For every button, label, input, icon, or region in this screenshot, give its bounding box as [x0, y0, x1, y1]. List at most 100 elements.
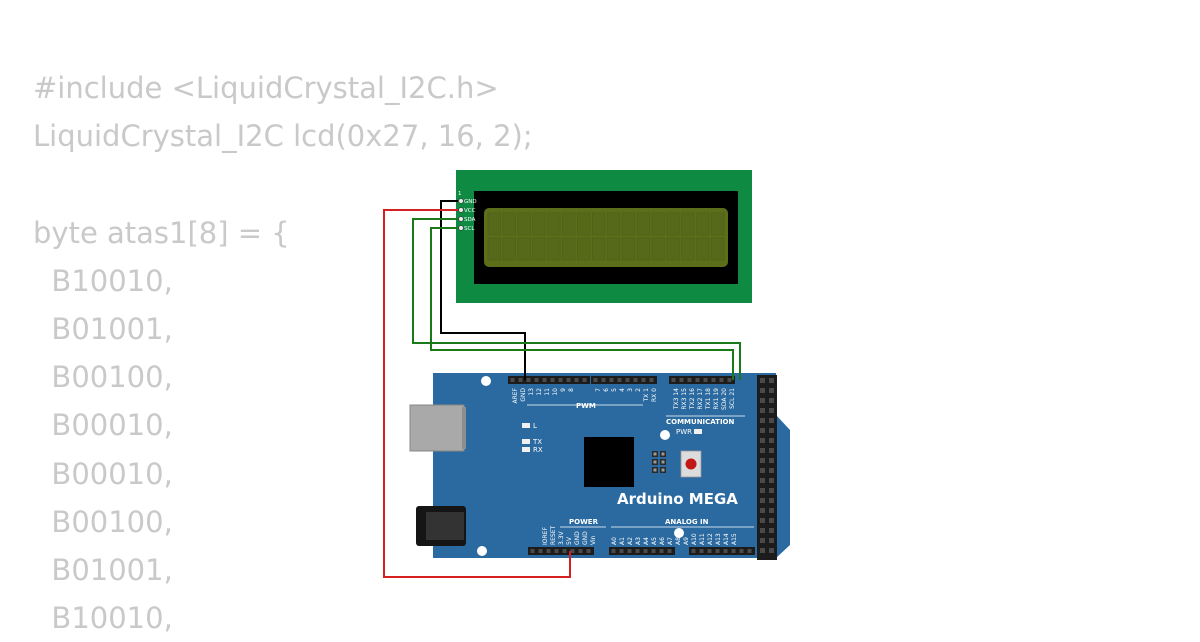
header-analog-left-pin[interactable]: [611, 549, 616, 553]
header-analog-left-pin[interactable]: [635, 549, 640, 553]
header-analog-left-pin[interactable]: [627, 549, 632, 553]
header-top-right-pin[interactable]: [703, 378, 708, 382]
header-right-double-pin[interactable]: [769, 438, 774, 443]
header-power-pin[interactable]: [530, 549, 535, 553]
header-right-double-pin[interactable]: [760, 388, 765, 393]
header-right-double-pin[interactable]: [769, 408, 774, 413]
header-right-double-pin[interactable]: [760, 518, 765, 523]
header-top-left-pin[interactable]: [526, 378, 531, 382]
header-top-mid-pin[interactable]: [641, 378, 646, 382]
header-right-double-pin[interactable]: [760, 448, 765, 453]
header-right-double-pin[interactable]: [769, 378, 774, 383]
header-right-double-pin[interactable]: [769, 468, 774, 473]
header-top-left-pin[interactable]: [518, 378, 523, 382]
header-right-double-pin[interactable]: [769, 448, 774, 453]
wire-gnd: [440, 200, 526, 380]
header-top-right-pin[interactable]: [711, 378, 716, 382]
header-right-double-pin[interactable]: [760, 478, 765, 483]
header-top-mid-pin[interactable]: [649, 378, 654, 382]
lcd-pin-gnd[interactable]: [458, 198, 464, 204]
header-analog-right-pin[interactable]: [731, 549, 736, 553]
header-right-double-pin[interactable]: [760, 468, 765, 473]
header-analog-right-pin[interactable]: [747, 549, 752, 553]
header-right-double-pin[interactable]: [769, 458, 774, 463]
header-analog-right-pin[interactable]: [707, 549, 712, 553]
header-right-double-pin[interactable]: [760, 428, 765, 433]
header-right-double-pin[interactable]: [760, 538, 765, 543]
header-top-left-pin[interactable]: [550, 378, 555, 382]
header-analog-left-pin[interactable]: [667, 549, 672, 553]
header-top-right-pin[interactable]: [727, 378, 732, 382]
header-top-right-pin[interactable]: [687, 378, 692, 382]
lcd-pin-sda[interactable]: [458, 216, 464, 222]
header-right-double-pin[interactable]: [769, 498, 774, 503]
header-power-pin[interactable]: [578, 549, 583, 553]
header-right-double-pin[interactable]: [760, 508, 765, 513]
header-right-double-pin[interactable]: [769, 508, 774, 513]
mcu-chip: [584, 437, 634, 487]
header-right-double-pin[interactable]: [760, 488, 765, 493]
header-top-mid-pin[interactable]: [617, 378, 622, 382]
header-right-double-pin[interactable]: [760, 398, 765, 403]
header-right-double-pin[interactable]: [769, 518, 774, 523]
header-right-double-pin[interactable]: [769, 528, 774, 533]
header-right-double-pin[interactable]: [769, 428, 774, 433]
header-analog-right-pin[interactable]: [723, 549, 728, 553]
header-power-pin[interactable]: [538, 549, 543, 553]
header-top-left-pin[interactable]: [534, 378, 539, 382]
header-right-double-pin[interactable]: [760, 498, 765, 503]
header-analog-right-pin[interactable]: [699, 549, 704, 553]
lcd-pin-vcc[interactable]: [458, 207, 464, 213]
header-top-right-pin[interactable]: [695, 378, 700, 382]
header-top-left-pin[interactable]: [558, 378, 563, 382]
header-right-double-pin[interactable]: [760, 408, 765, 413]
header-top-right-pin[interactable]: [679, 378, 684, 382]
header-top-mid-pin[interactable]: [601, 378, 606, 382]
lcd-cell: [636, 237, 650, 261]
header-analog-left-pin[interactable]: [659, 549, 664, 553]
header-right-double-pin[interactable]: [769, 398, 774, 403]
header-analog-left-pin[interactable]: [619, 549, 624, 553]
lcd-pin-scl[interactable]: [458, 225, 464, 231]
header-analog-right-pin[interactable]: [715, 549, 720, 553]
header-analog-left-pin[interactable]: [643, 549, 648, 553]
header-right-double-pin[interactable]: [769, 388, 774, 393]
header-top-left-pin[interactable]: [574, 378, 579, 382]
header-power-pin[interactable]: [570, 549, 575, 553]
header-right-double-pin[interactable]: [769, 548, 774, 553]
arduino-mega-board: L TX RX PWR Arduino MEGA PWM COMMUNICATI…: [409, 373, 790, 560]
header-analog-right-pin[interactable]: [739, 549, 744, 553]
header-right-double-pin[interactable]: [760, 378, 765, 383]
header-top-mid-pin[interactable]: [625, 378, 630, 382]
header-right-double-pin[interactable]: [760, 438, 765, 443]
header-top-left-pin[interactable]: [582, 378, 587, 382]
header-power-pin[interactable]: [562, 549, 567, 553]
header-top-left-pin[interactable]: [566, 378, 571, 382]
header-right-double-pin[interactable]: [769, 538, 774, 543]
pin-label: 7: [595, 388, 602, 392]
header-right-double-pin[interactable]: [760, 458, 765, 463]
header-analog-right-pin[interactable]: [691, 549, 696, 553]
header-top-mid-pin[interactable]: [593, 378, 598, 382]
header-right-double-pin[interactable]: [760, 418, 765, 423]
pin-label: A1: [619, 537, 626, 545]
header-power-pin[interactable]: [546, 549, 551, 553]
pin-label: RX2 17: [697, 388, 704, 410]
header-top-right-pin[interactable]: [671, 378, 676, 382]
header-top-right-pin[interactable]: [719, 378, 724, 382]
header-right-double-pin[interactable]: [769, 488, 774, 493]
header-top-left-pin[interactable]: [510, 378, 515, 382]
pin-label: A4: [643, 537, 650, 545]
header-right-double-pin[interactable]: [769, 478, 774, 483]
header-right-double-pin[interactable]: [769, 418, 774, 423]
lcd-cell: [487, 237, 501, 261]
header-power-pin[interactable]: [554, 549, 559, 553]
header-top-mid-pin[interactable]: [633, 378, 638, 382]
header-top-mid-pin[interactable]: [609, 378, 614, 382]
header-power-pin[interactable]: [586, 549, 591, 553]
header-right-double-pin[interactable]: [760, 548, 765, 553]
pin-label: SCL 21: [729, 388, 736, 409]
header-analog-left-pin[interactable]: [651, 549, 656, 553]
header-right-double-pin[interactable]: [760, 528, 765, 533]
header-top-left-pin[interactable]: [542, 378, 547, 382]
